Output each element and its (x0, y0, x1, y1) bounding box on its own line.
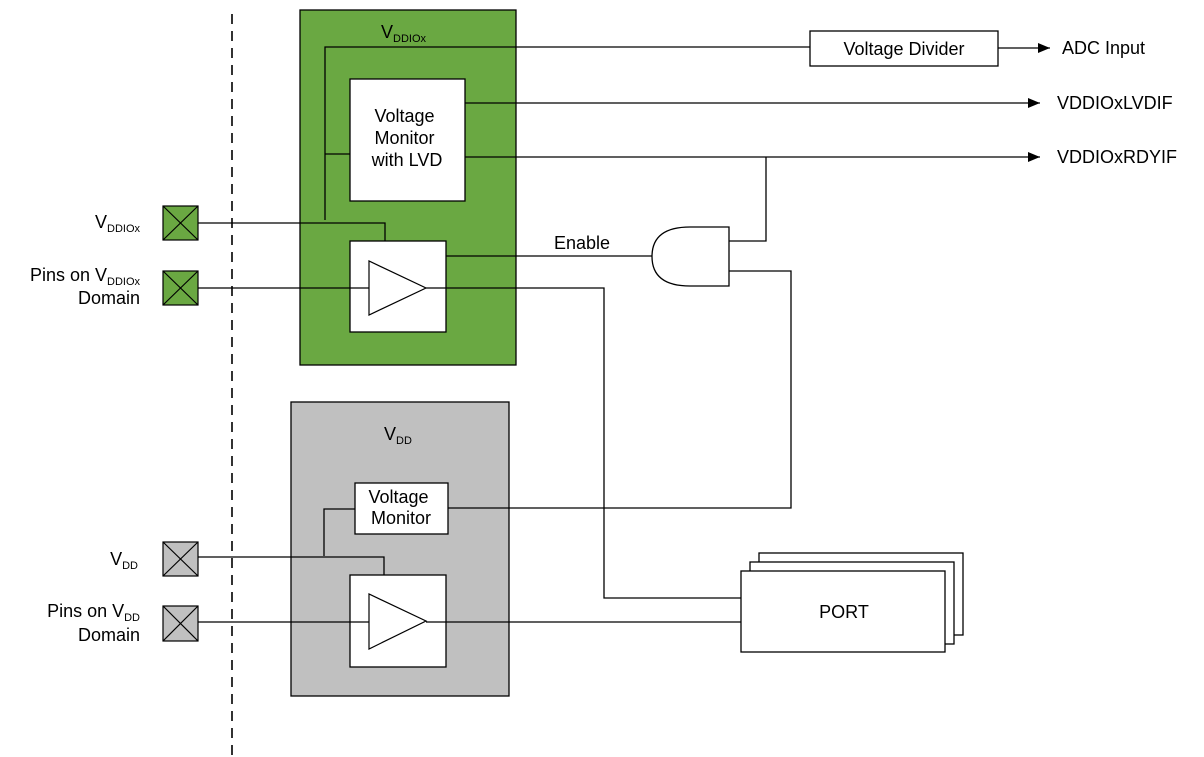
port-block (740, 570, 946, 653)
adc-input-label: ADC Input (1062, 38, 1145, 58)
pin-vddiox-label: VDDIOx (95, 212, 141, 235)
pin-vddiox-domain (162, 270, 199, 306)
pin-vddiox-domain-label: Pins on VDDIOx (30, 265, 141, 288)
vddiox-pin-wire (198, 222, 386, 241)
vddiox-domain-title: VDDIOx (381, 22, 427, 45)
vdd-monitor-to-and-wire (448, 270, 792, 509)
vdd-supply-to-monitor-wire (323, 508, 355, 556)
wires (198, 43, 1050, 623)
and-gate-icon (651, 226, 730, 287)
pin-vddiox (162, 205, 199, 241)
voltage-monitor-vdd-label: Voltage Monitor (368, 487, 433, 528)
voltage-monitor-lvd-label: Voltage Monitor with LVD (371, 106, 443, 170)
pin-vdd-label: VDD (110, 549, 138, 572)
vdd-pin-wire (198, 556, 385, 575)
voltage-monitor-lvd-block (349, 78, 466, 202)
vddiox-buffer-to-port-wire (426, 287, 741, 599)
voltage-divider-label: Voltage Divider (843, 39, 964, 59)
rdyif-label: VDDIOxRDYIF (1057, 147, 1177, 167)
port-label: PORT (819, 602, 869, 622)
pin-vddiox-domain-label-line2: Domain (78, 288, 140, 308)
vdd-domain-title: VDD (384, 424, 412, 447)
pin-vdd-domain (162, 605, 199, 642)
pin-vdd-domain-label: Pins on VDD (47, 601, 140, 624)
rdyif-to-and-wire (729, 157, 767, 242)
pin-vdd (162, 541, 199, 577)
enable-label: Enable (554, 233, 610, 253)
lvdif-label: VDDIOxLVDIF (1057, 93, 1173, 113)
vddiox-supply-to-divider-wire (324, 46, 810, 220)
pin-vdd-domain-label-line2: Domain (78, 625, 140, 645)
